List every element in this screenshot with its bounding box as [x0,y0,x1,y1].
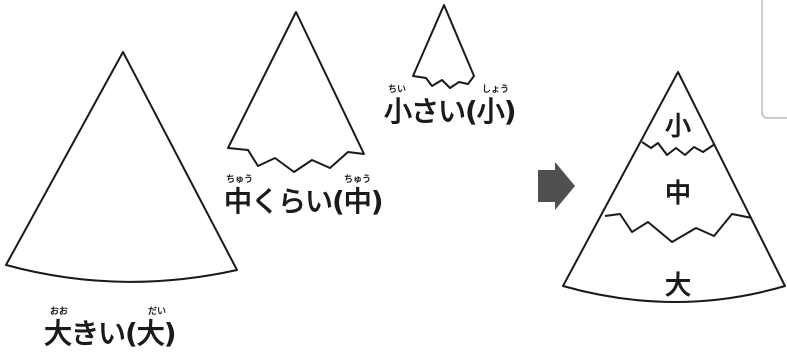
medium-cone-label: 中くらい(中) [224,185,384,218]
medium-cone [227,11,365,173]
large-cone-label: 大きい(大) [44,317,177,350]
side-panel-edge [761,0,787,119]
medium-cone-ruby-left: ちゅう [226,175,254,185]
medium-cone-ruby-right: ちゅう [344,175,372,185]
right-arrow-icon [538,162,575,210]
stacked-seam-bottom [604,213,753,243]
stacked-label-small: 小 [665,112,692,142]
large-cone [5,51,238,283]
large-cone-ruby-left: おお [50,307,69,317]
stacked-label-large: 大 [665,271,692,301]
stacked-label-medium: 中 [665,179,692,209]
small-cone [412,4,475,89]
small-cone-label: 小さい(小) [384,95,517,128]
large-cone-ruby-right: だい [148,307,167,317]
small-cone-ruby-right: しょう [482,85,510,95]
stacked-seam-top [641,141,716,156]
small-cone-ruby-left: ちい [388,85,407,95]
stacked-cone [562,71,786,303]
